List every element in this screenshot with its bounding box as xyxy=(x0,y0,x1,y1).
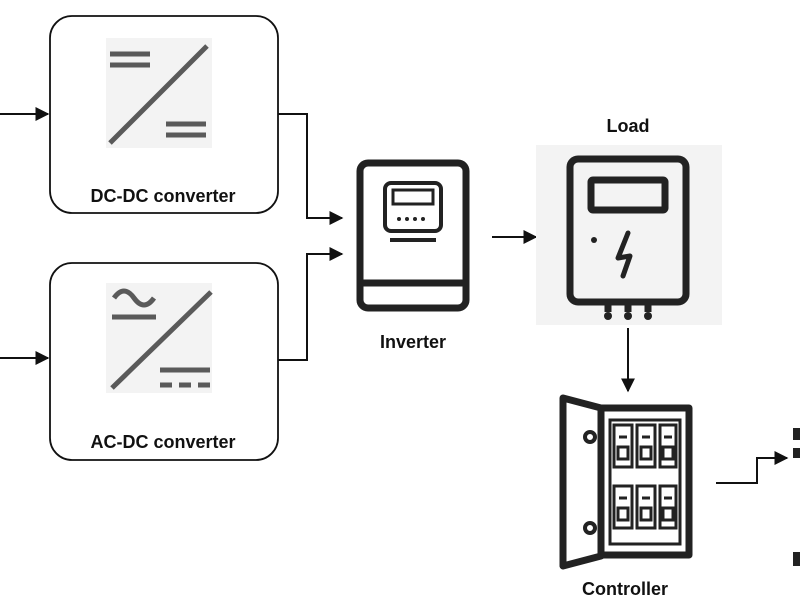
dc-dc-converter-label: DC-DC converter xyxy=(90,186,235,206)
electric-meter-icon xyxy=(536,145,722,325)
dc-dc-converter-icon xyxy=(106,38,212,148)
load-label: Load xyxy=(607,116,650,136)
dc-dc-to-inverter-arrow xyxy=(278,113,344,225)
dc-dc-converter-node: DC-DC converter xyxy=(49,15,279,214)
ac-dc-to-inverter-arrow xyxy=(278,247,344,361)
inverter-node: Inverter xyxy=(356,159,470,352)
load-node: Load xyxy=(536,116,722,325)
ac-dc-converter-icon xyxy=(106,283,213,393)
cropped-output-icon xyxy=(793,428,800,566)
controller-node: Controller xyxy=(559,394,693,599)
ac-dc-converter-node: AC-DC converter xyxy=(49,262,279,461)
ac-dc-converter-label: AC-DC converter xyxy=(90,432,235,452)
controller-label: Controller xyxy=(582,579,668,599)
inverter-icon xyxy=(356,159,470,312)
inverter-label: Inverter xyxy=(380,332,446,352)
electrical-panel-icon xyxy=(559,394,693,570)
controller-to-output-arrow xyxy=(716,451,789,484)
